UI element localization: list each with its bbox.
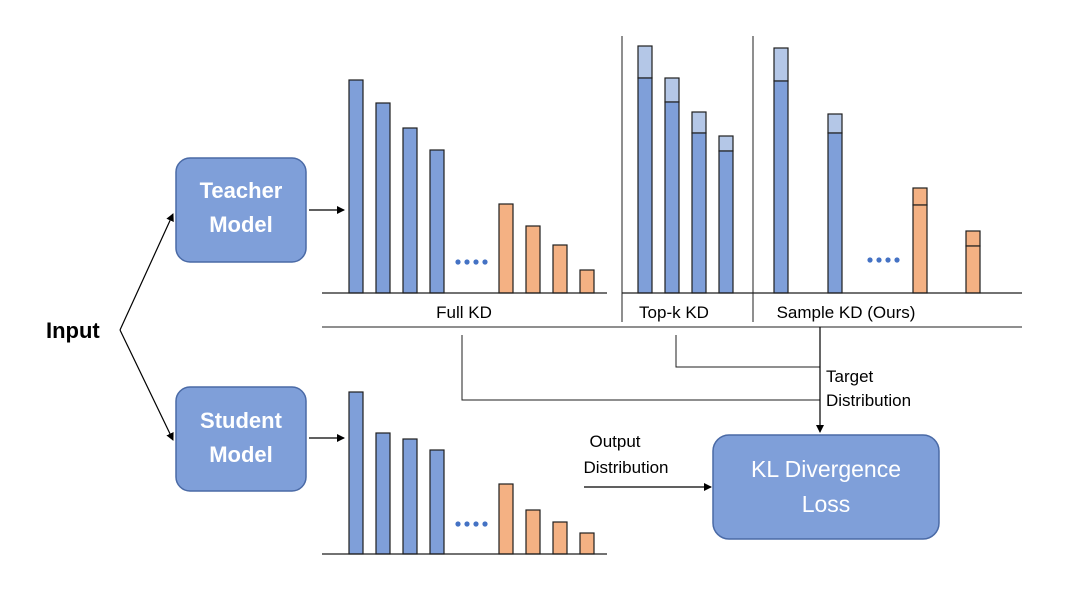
sample-bar-4-top — [965, 230, 981, 247]
topk-kd-connector — [675, 335, 820, 368]
output-distribution-label-2: Distribution — [583, 458, 668, 477]
student-model-box: Student Model — [175, 386, 307, 492]
sample-bar-1-top — [773, 47, 789, 82]
student-bar-blue-3 — [402, 438, 418, 555]
topk-bar-2 — [664, 101, 680, 294]
kl-divergence-box: KL Divergence Loss — [712, 434, 940, 540]
topk-bar-2-top — [664, 77, 680, 103]
topk-bar-3 — [691, 132, 707, 294]
teacher-box-shape — [175, 157, 307, 263]
kl-label-line1: KL Divergence — [751, 456, 901, 482]
student-bar-blue-1 — [348, 391, 364, 555]
student-bars — [322, 391, 607, 555]
output-distribution-label-1: Output — [589, 432, 640, 451]
full-kd-bar-blue-4 — [429, 149, 445, 294]
teacher-label-line1: Teacher — [200, 178, 283, 203]
topk-bar-1 — [637, 77, 653, 294]
kl-box-shape — [712, 434, 940, 540]
full-kd-ellipsis-icon — [455, 259, 488, 265]
full-kd-bar-orange-2 — [525, 225, 541, 294]
full-kd-bar-blue-1 — [348, 79, 364, 294]
full-kd-bar-blue-3 — [402, 127, 418, 294]
sample-bar-3-top — [912, 187, 928, 206]
full-kd-connector — [461, 335, 820, 401]
sample-kd-bars — [753, 47, 1022, 294]
full-kd-bar-orange-3 — [552, 244, 568, 294]
input-to-student-arrow — [119, 329, 174, 441]
topk-kd-bars — [622, 45, 753, 294]
student-bar-orange-4 — [579, 532, 595, 555]
topk-kd-label: Top-k KD — [639, 303, 709, 322]
student-bar-orange-3 — [552, 521, 568, 555]
student-box-shape — [175, 386, 307, 492]
sample-bar-3 — [912, 204, 928, 294]
topk-bar-4 — [718, 150, 734, 294]
topk-bar-4-top — [718, 135, 734, 152]
sample-kd-label: Sample KD (Ours) — [777, 303, 916, 322]
student-bar-orange-2 — [525, 509, 541, 555]
input-to-teacher-arrow — [119, 213, 174, 331]
topk-bar-3-top — [691, 111, 707, 134]
student-ellipsis-icon — [455, 521, 488, 527]
sample-bar-2 — [827, 132, 843, 294]
sample-bar-1 — [773, 80, 789, 294]
student-label-line1: Student — [200, 408, 283, 433]
sample-kd-ellipsis-icon — [867, 257, 900, 263]
teacher-label-line2: Model — [209, 212, 273, 237]
teacher-model-box: Teacher Model — [175, 157, 307, 263]
target-distribution-label-2: Distribution — [826, 391, 911, 410]
sample-bar-2-top — [827, 113, 843, 134]
full-kd-bars — [322, 79, 607, 294]
full-kd-bar-orange-1 — [498, 203, 514, 294]
student-label-line2: Model — [209, 442, 273, 467]
full-kd-bar-blue-2 — [375, 102, 391, 294]
sample-bar-4 — [965, 245, 981, 294]
input-label: Input — [46, 318, 100, 343]
kl-label-line2: Loss — [802, 491, 851, 517]
student-bar-blue-2 — [375, 432, 391, 555]
full-kd-label: Full KD — [436, 303, 492, 322]
student-bar-orange-1 — [498, 483, 514, 555]
topk-bar-1-top — [637, 45, 653, 79]
target-distribution-label-1: Target — [826, 367, 874, 386]
full-kd-bar-orange-4 — [579, 269, 595, 294]
student-bar-blue-4 — [429, 449, 445, 555]
